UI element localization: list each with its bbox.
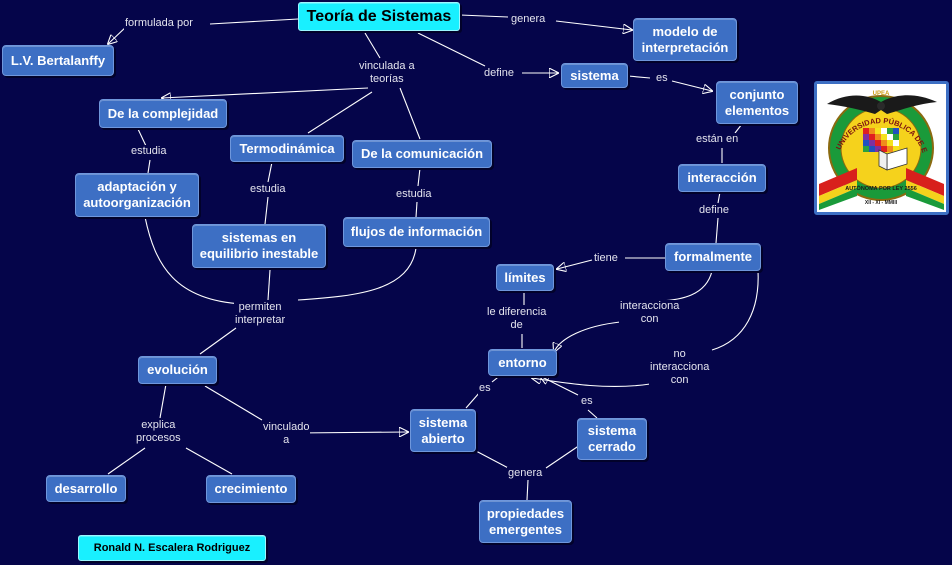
- author-credit: Ronald N. Escalera Rodriguez: [78, 535, 266, 561]
- node-termodinamica[interactable]: Termodinámica: [230, 135, 344, 162]
- link-tiene-limites: [557, 259, 593, 269]
- label-genera-top: genera: [510, 13, 547, 26]
- label-es-cerrado: es: [580, 395, 594, 408]
- node-modelo-interpretacion[interactable]: modelo de interpretación: [633, 18, 737, 61]
- link-teoria-define: [417, 32, 486, 67]
- label-permiten-interpretar: permiten interpretar: [234, 301, 287, 327]
- link-complejidad-estudia: [137, 128, 147, 147]
- node-bertalanffy[interactable]: L.V. Bertalanffy: [2, 45, 114, 76]
- link-formalmente-nointeracciona: [711, 269, 759, 351]
- link-cerrado-es: [587, 409, 598, 419]
- node-entorno[interactable]: entorno: [488, 349, 557, 376]
- link-adaptacion-permiten: [144, 216, 243, 305]
- link-interaccion-define: [717, 191, 721, 204]
- label-estudia-comunicacion: estudia: [395, 188, 433, 201]
- link-define-formalmente: [715, 217, 719, 244]
- link-evolucion-explica: [159, 383, 167, 419]
- node-sistema-cerrado[interactable]: sistema cerrado: [577, 418, 647, 460]
- link-vinculado-abierto: [295, 432, 408, 433]
- link-explica-crecimiento: [185, 447, 233, 475]
- node-sistema[interactable]: sistema: [561, 63, 628, 88]
- link-es-conjunto: [671, 80, 712, 91]
- node-crecimiento[interactable]: crecimiento: [206, 475, 296, 503]
- node-teoria-de-sistemas[interactable]: Teoría de Sistemas: [298, 2, 460, 31]
- label-no-interacciona-con: no interacciona con: [649, 348, 711, 387]
- link-permiten-evolucion: [199, 327, 237, 355]
- link-es-entorno-2: [540, 376, 579, 396]
- link-sistema-es: [627, 75, 651, 79]
- link-estudia-adaptacion: [147, 159, 151, 174]
- label-tiene: tiene: [593, 252, 619, 265]
- logo-date-text: XII - XI - MMIII: [865, 200, 898, 206]
- link-estudia-flujos: [415, 201, 418, 218]
- label-formulada-por: formulada por: [124, 17, 194, 30]
- link-evolucion-vinculado: [204, 385, 263, 421]
- link-abierto-genera: [475, 450, 513, 471]
- label-es-conjunto: es: [655, 72, 669, 85]
- node-evolucion[interactable]: evolución: [138, 356, 217, 384]
- node-flujos-de-informacion[interactable]: flujos de información: [343, 217, 490, 247]
- label-vinculada-teorias: vinculada a teorías: [358, 60, 416, 86]
- node-de-la-complejidad[interactable]: De la complejidad: [99, 99, 227, 128]
- link-cerrado-genera: [545, 444, 581, 469]
- logo-bottom-text: AUTÓNOMA POR LEY 2556: [845, 184, 917, 192]
- link-conjunto-estan: [734, 123, 743, 134]
- node-sistemas-equilibrio-inestable[interactable]: sistemas en equilibrio inestable: [192, 224, 326, 268]
- label-explica-procesos: explica procesos: [135, 419, 182, 445]
- node-desarrollo[interactable]: desarrollo: [46, 475, 126, 502]
- node-interaccion[interactable]: interacción: [678, 164, 766, 192]
- label-define-mid: define: [698, 204, 730, 217]
- node-propiedades-emergentes[interactable]: propiedades emergentes: [479, 500, 572, 543]
- link-formalmente-interacciona: [659, 270, 713, 302]
- link-comunicacion-estudia: [417, 167, 421, 187]
- node-adaptacion-autoorganizacion[interactable]: adaptación y autoorganización: [75, 173, 199, 217]
- link-genera-modelo: [555, 20, 632, 30]
- university-logo: UNIVERSIDAD PÚBLICA DE EL ALTO UPEA AUTÓ…: [814, 81, 949, 215]
- label-estudia-complejidad: estudia: [130, 145, 168, 158]
- link-vinculada-termodinamica: [307, 91, 373, 134]
- link-explica-desarrollo: [107, 447, 146, 475]
- label-le-diferencia-de: le diferencia de: [486, 306, 548, 332]
- node-limites[interactable]: límites: [496, 264, 554, 291]
- link-termo-estudia: [267, 161, 273, 183]
- label-es-abierto: es: [478, 382, 492, 395]
- link-teoria-genera: [459, 14, 509, 18]
- link-nointeracciona-entorno: [532, 378, 651, 388]
- university-seal-icon: UNIVERSIDAD PÚBLICA DE EL ALTO UPEA AUTÓ…: [817, 84, 944, 210]
- link-vinculada-complejidad: [162, 87, 369, 98]
- link-teoria-vinculada: [364, 32, 381, 59]
- node-formalmente[interactable]: formalmente: [665, 243, 761, 271]
- link-teoria-formulada: [209, 18, 299, 25]
- link-abierto-es: [465, 391, 481, 409]
- label-estan-en: están en: [695, 133, 740, 146]
- link-estudia-equilibrio: [264, 196, 269, 225]
- link-genera-propiedades: [526, 479, 529, 501]
- logo-top-text: UPEA: [873, 91, 890, 97]
- label-genera-bottom: genera: [507, 467, 544, 480]
- label-define-top: define: [483, 67, 515, 80]
- label-vinculado-a: vinculado a: [262, 421, 311, 447]
- node-de-la-comunicacion[interactable]: De la comunicación: [352, 140, 492, 168]
- label-interacciona-con: interacciona con: [619, 300, 681, 326]
- link-equilibrio-permiten: [267, 269, 271, 301]
- node-conjunto-elementos[interactable]: conjunto elementos: [716, 81, 798, 124]
- node-sistema-abierto[interactable]: sistema abierto: [410, 409, 476, 452]
- label-estudia-termodinamica: estudia: [249, 183, 287, 196]
- link-interacciona-entorno: [554, 321, 621, 352]
- link-flujos-permiten: [297, 247, 417, 301]
- link-vinculada-comunicacion: [399, 87, 421, 140]
